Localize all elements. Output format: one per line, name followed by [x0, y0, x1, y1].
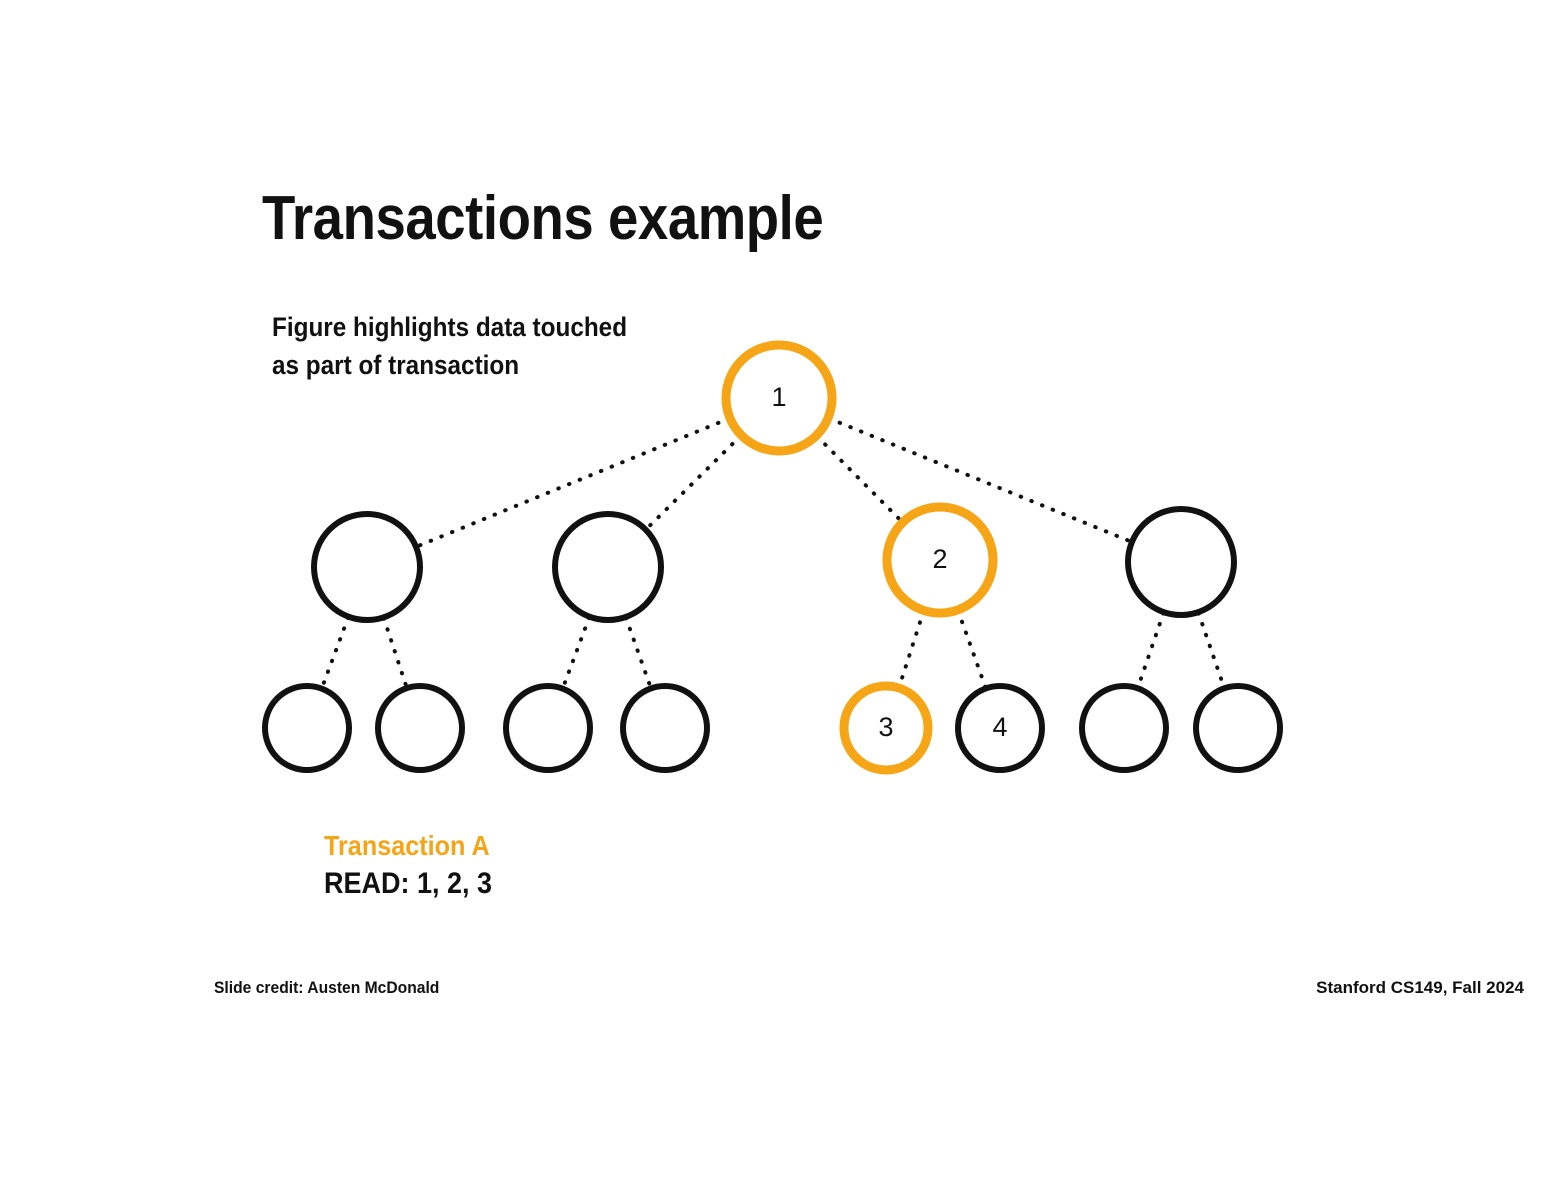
tree-edge [320, 615, 351, 690]
tree-edge [644, 433, 743, 532]
tree-node-4[interactable]: 4 [955, 683, 1045, 773]
node-label: 1 [771, 382, 786, 412]
tree-node-layer: 1 2 3 4 [262, 340, 1283, 775]
transaction-legend: Transaction A READ: 1, 2, 3 [324, 828, 492, 903]
node-label: 3 [878, 712, 893, 742]
node-label: 2 [932, 544, 947, 574]
node-circle-highlighted [839, 681, 933, 775]
tree-node-3[interactable]: 3 [839, 681, 933, 775]
tree-node-l2[interactable] [375, 683, 465, 773]
tree-node-m1[interactable] [311, 511, 423, 623]
subtitle-line-1: Figure highlights data touched [272, 312, 628, 342]
tree-edge [956, 608, 988, 690]
tree-edge [1135, 611, 1166, 690]
node-circle-highlighted [882, 502, 998, 618]
tree-edge [561, 615, 592, 690]
tree-node-l4[interactable] [620, 683, 710, 773]
node-circle [1079, 683, 1169, 773]
tree-node-1[interactable]: 1 [721, 340, 837, 456]
tree-node-l1[interactable] [262, 683, 352, 773]
tree-edge [624, 615, 653, 690]
node-label: 4 [992, 712, 1007, 742]
slide-subtitle: Figure highlights data touched as part o… [272, 308, 627, 385]
node-circle [1125, 506, 1237, 618]
tree-node-l3[interactable] [503, 683, 593, 773]
tree-node-m2[interactable] [552, 511, 664, 623]
node-circle [1193, 683, 1283, 773]
tree-edge [414, 416, 732, 549]
node-circle [503, 683, 593, 773]
tree-edge-layer [320, 416, 1227, 690]
tree-node-l7[interactable] [1079, 683, 1169, 773]
tree-node-l8[interactable] [1193, 683, 1283, 773]
node-circle [262, 683, 352, 773]
node-circle [955, 683, 1045, 773]
course-footer: Stanford CS149, Fall 2024 [1316, 978, 1524, 997]
tree-edge [897, 609, 926, 690]
tree-node-2[interactable]: 2 [882, 502, 998, 618]
node-circle-highlighted [721, 340, 837, 456]
node-circle [375, 683, 465, 773]
node-circle [620, 683, 710, 773]
subtitle-line-2: as part of transaction [272, 350, 520, 381]
transaction-operations-label: READ: 1, 2, 3 [324, 867, 493, 900]
transaction-name-label: Transaction A [324, 830, 490, 861]
tree-node-m4[interactable] [1125, 506, 1237, 618]
tree-edge [381, 616, 409, 690]
node-circle [311, 511, 423, 623]
slide-credit: Slide credit: Austen McDonald [214, 978, 440, 997]
tree-edge [826, 416, 1134, 544]
page-title: Transactions example [262, 184, 824, 253]
tree-edge [815, 434, 904, 524]
tree-edge [1196, 611, 1227, 690]
node-circle [552, 511, 664, 623]
